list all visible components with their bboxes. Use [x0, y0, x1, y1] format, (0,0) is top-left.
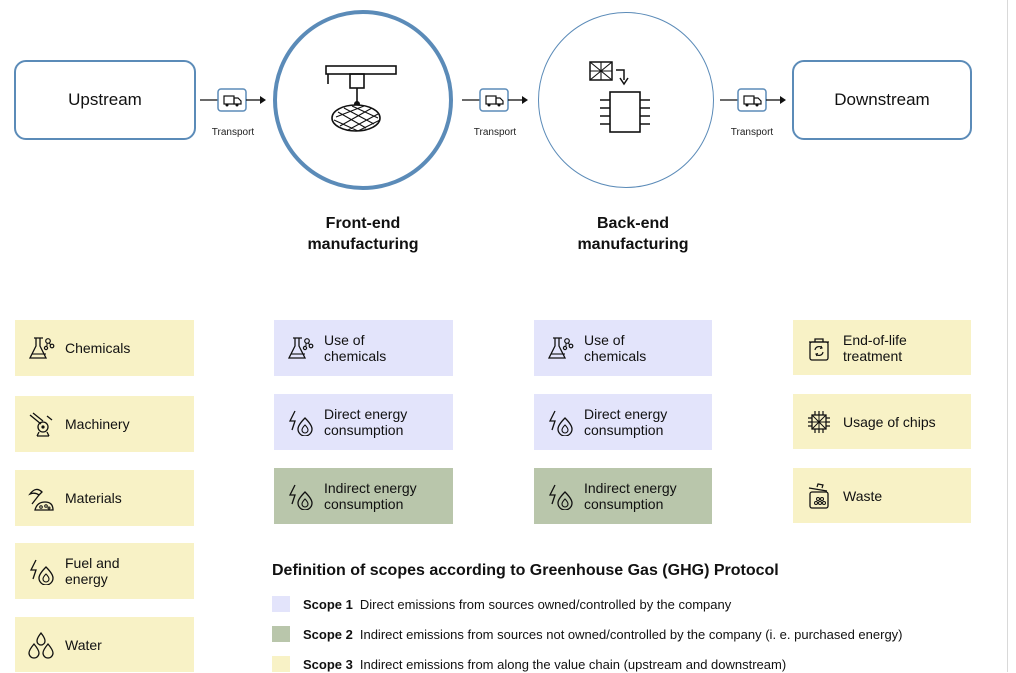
water-icon: [27, 631, 55, 659]
upstream-item-materials: Materials: [15, 470, 194, 526]
legend-title: Definition of scopes according to Greenh…: [272, 562, 779, 579]
energy-icon: [546, 482, 574, 510]
item-label: Use of chemicals: [324, 332, 387, 364]
item-label: Use of chemicals: [584, 332, 647, 364]
upstream-item-machinery: Machinery: [15, 396, 194, 452]
transport-label-1: Transport: [211, 127, 255, 138]
transport-connector-3: [720, 88, 790, 112]
downstream-item-end-of-life: End-of-life treatment: [793, 320, 971, 375]
scope2-swatch: [272, 626, 290, 642]
legend-row-scope2: Scope 2 Indirect emissions from sources …: [272, 625, 903, 643]
chemicals-icon: [286, 334, 314, 362]
downstream-item-usage-of-chips: Usage of chips: [793, 394, 971, 449]
transport-label-3: Transport: [730, 127, 774, 138]
chemicals-icon: [27, 334, 55, 362]
downstream-stage: Downstream: [792, 60, 972, 140]
energy-icon: [286, 408, 314, 436]
item-label: Indirect energy consumption: [324, 480, 417, 512]
truck-icon: [462, 88, 528, 112]
item-label: Water: [65, 636, 102, 653]
waste-bin-icon: [805, 482, 833, 510]
chemicals-icon: [546, 334, 574, 362]
legend-row-scope3: Scope 3 Indirect emissions from along th…: [272, 655, 786, 673]
scope3-swatch: [272, 656, 290, 672]
legend-row-scope1: Scope 1 Direct emissions from sources ow…: [272, 595, 731, 613]
scope-label: Scope 1: [303, 596, 353, 612]
fuel-energy-icon: [27, 557, 55, 585]
machinery-icon: [27, 410, 55, 438]
item-label: Materials: [65, 490, 122, 506]
scope-description: Indirect emissions from along the value …: [359, 656, 787, 672]
scope-description: Indirect emissions from sources not owne…: [359, 626, 903, 642]
scope-description: Direct emissions from sources owned/cont…: [359, 596, 732, 612]
transport-connector-2: [462, 88, 532, 112]
transport-label-2: Transport: [473, 127, 517, 138]
upstream-stage: Upstream: [14, 60, 196, 140]
item-label: Chemicals: [65, 340, 131, 356]
backend-caption: Back-end manufacturing: [577, 215, 689, 253]
truck-icon: [200, 88, 266, 112]
downstream-label: Downstream: [834, 90, 930, 109]
scope1-swatch: [272, 596, 290, 612]
backend-item-indirect-energy: Indirect energy consumption: [534, 468, 712, 524]
item-label: End-of-life treatment: [843, 331, 907, 364]
item-label: Usage of chips: [843, 413, 936, 430]
frontend-caption: Front-end manufacturing: [307, 215, 419, 253]
energy-icon: [546, 408, 574, 436]
upstream-item-fuel-energy: Fuel and energy: [15, 543, 194, 599]
item-label: Direct energy consumption: [584, 406, 668, 438]
upstream-item-chemicals: Chemicals: [15, 320, 194, 376]
chip-packaging-icon: [586, 60, 666, 140]
item-label: Direct energy consumption: [324, 406, 408, 438]
item-label: Waste: [843, 487, 883, 504]
transport-connector-1: [200, 88, 270, 112]
wafer-fab-icon: [318, 62, 408, 142]
frontend-circle: [273, 10, 453, 190]
scope-label: Scope 2: [303, 626, 353, 642]
backend-circle: [538, 12, 714, 188]
scope-label: Scope 3: [303, 656, 353, 672]
backend-item-use-of-chemicals: Use of chemicals: [534, 320, 712, 376]
upstream-item-water: Water: [15, 617, 194, 672]
backend-item-direct-energy: Direct energy consumption: [534, 394, 712, 450]
item-label: Fuel and energy: [65, 555, 120, 587]
recycle-bin-icon: [805, 334, 833, 362]
frontend-item-use-of-chemicals: Use of chemicals: [274, 320, 453, 376]
chip-icon: [805, 408, 833, 436]
frontend-item-direct-energy: Direct energy consumption: [274, 394, 453, 450]
truck-icon: [720, 88, 786, 112]
page-edge-divider: [1007, 0, 1008, 672]
energy-icon: [286, 482, 314, 510]
frontend-item-indirect-energy: Indirect energy consumption: [274, 468, 453, 524]
upstream-label: Upstream: [68, 90, 142, 109]
item-label: Machinery: [65, 416, 130, 432]
item-label: Indirect energy consumption: [584, 480, 677, 512]
materials-icon: [27, 484, 55, 512]
downstream-item-waste: Waste: [793, 468, 971, 523]
